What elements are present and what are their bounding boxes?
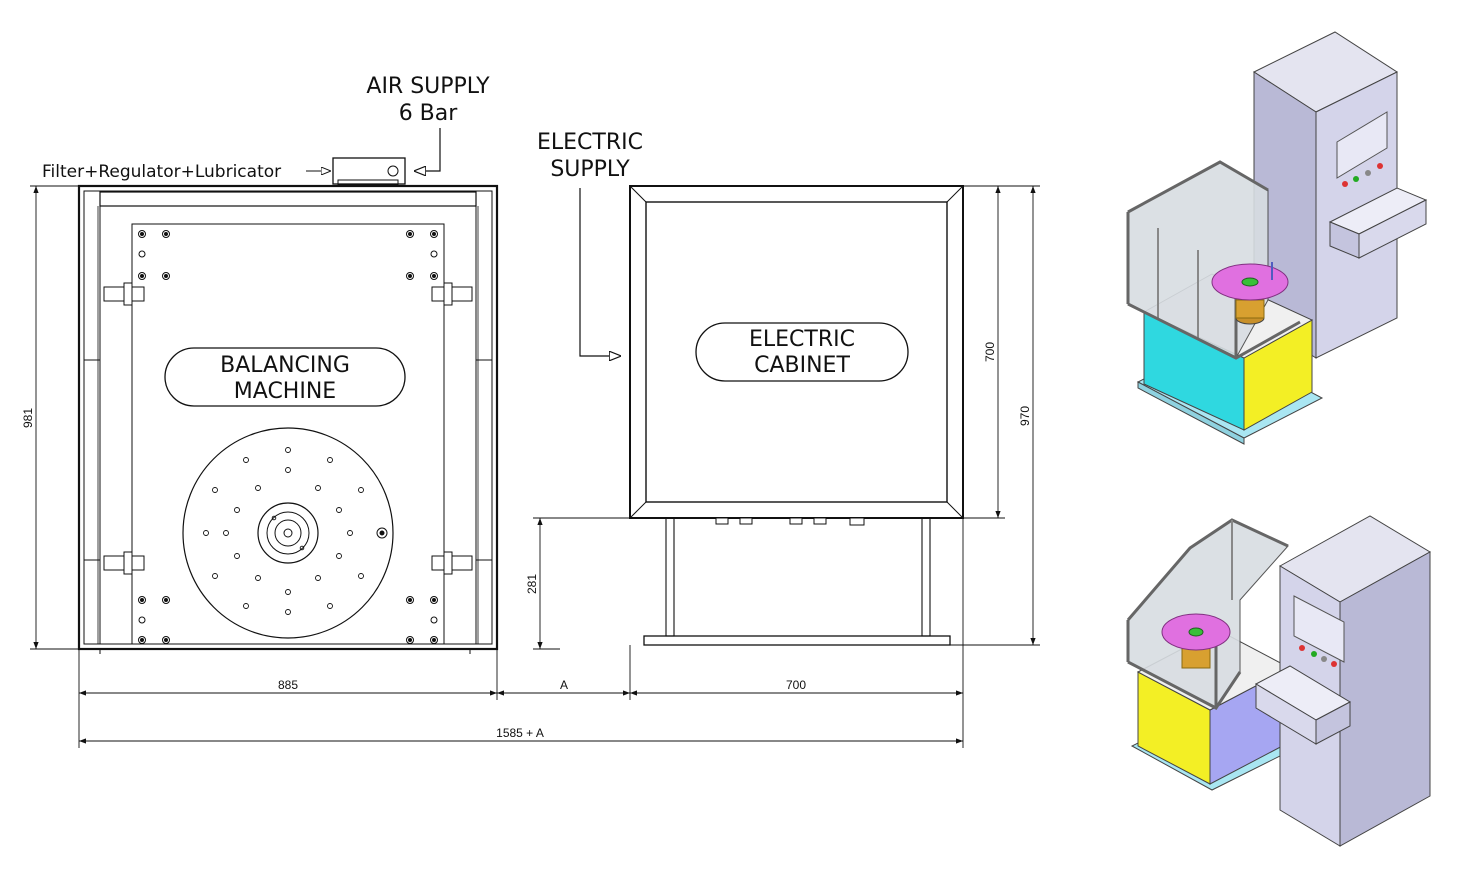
balancing-machine-label-box [164,347,406,407]
dim-cabinet-top-height: 700 [983,342,997,362]
electric-cabinet-front-view [629,185,964,646]
isometric-view-bottom [1126,515,1431,847]
frl-unit [332,157,406,186]
dim-cabinet-width: 700 [786,678,806,692]
dim-gap: A [560,678,568,692]
air-supply-pressure: 6 Bar [399,101,459,126]
dim-total-width: 1585 + A [496,726,544,740]
electric-supply-arrow [579,188,620,356]
balancing-machine-front-view [77,184,499,654]
dimension-lines [30,185,1040,748]
balancing-machine-label-line1: BALANCING [220,353,350,378]
dim-machine-width: 885 [278,678,298,692]
air-supply-arrow [415,128,441,171]
isometric-view-top [1126,31,1428,445]
balancing-machine-label-line2: MACHINE [234,379,336,404]
dim-cabinet-leg-height: 281 [525,574,539,594]
electric-supply-title-2: SUPPLY [550,157,630,182]
dim-cabinet-total-height: 970 [1018,406,1032,426]
electric-cabinet-label-line2: CABINET [754,353,850,378]
electric-cabinet-label-box [695,322,909,382]
dim-machine-height: 981 [21,408,35,428]
air-supply-title: AIR SUPPLY [366,74,490,99]
electric-supply-title: ELECTRIC [537,130,643,155]
frl-label: Filter+Regulator+Lubricator [42,162,281,182]
electric-cabinet-label-line1: ELECTRIC [749,327,855,352]
